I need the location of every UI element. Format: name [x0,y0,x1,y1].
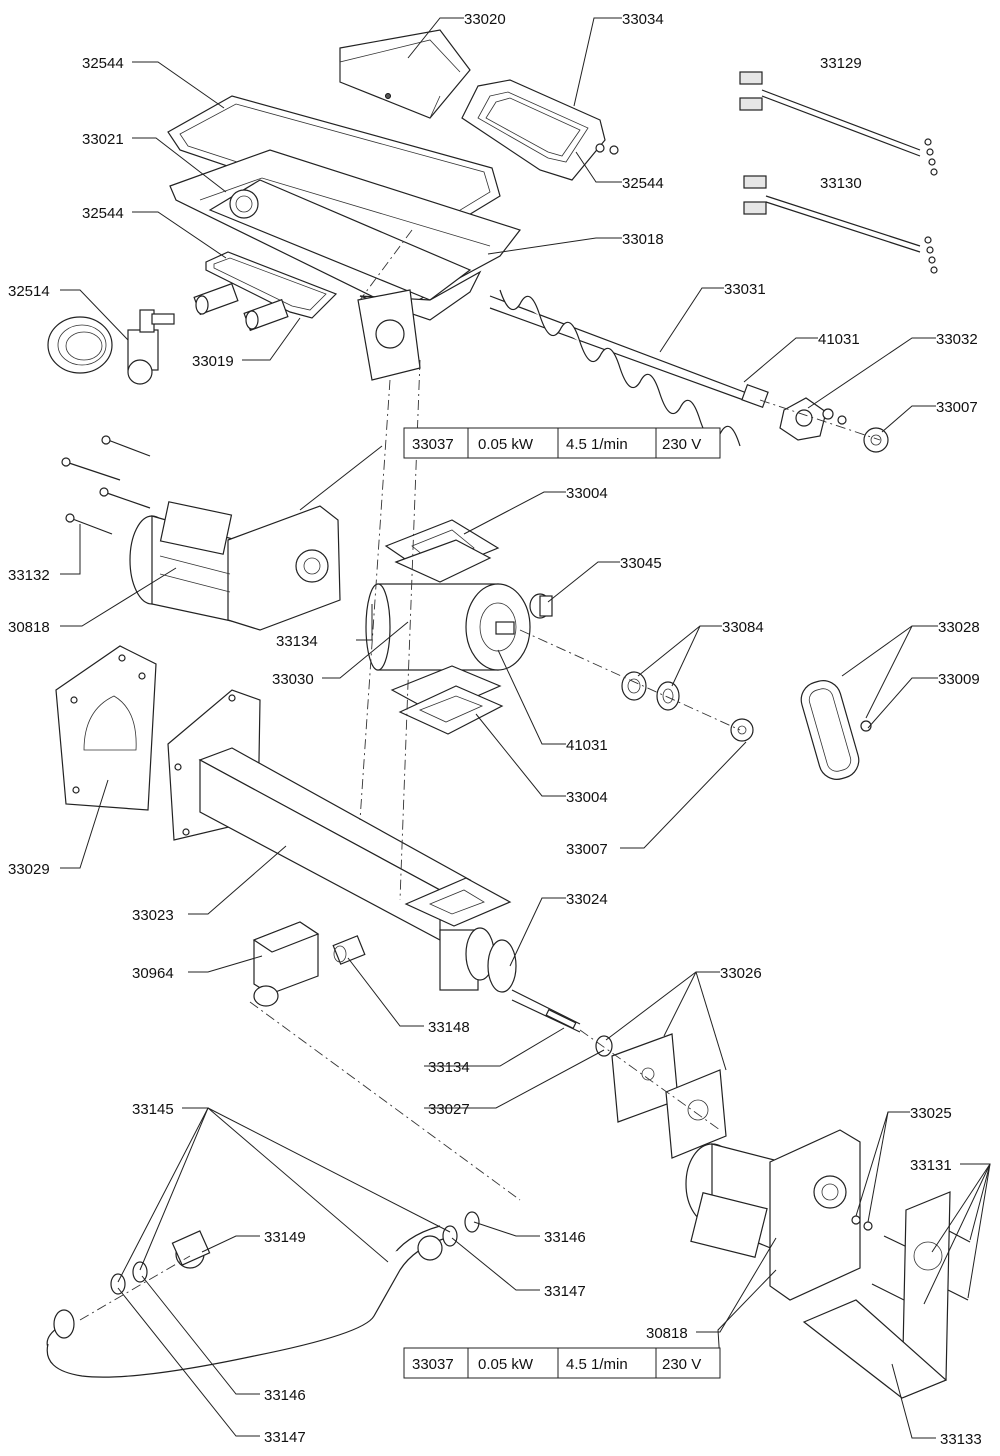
inspection-frame-33034 [461,79,619,181]
callout-33024: 33024 [566,891,608,908]
callout-32544: 32544 [622,175,664,192]
callout-33031: 33031 [724,281,766,298]
auger-stub-33024 [465,927,581,1033]
callout-33034: 33034 [622,11,664,28]
hose-33145 [46,1211,480,1378]
gear-motor-30818-lower [685,1129,861,1301]
spec-table-upper: 33037 0.05 kW 4.5 1/min 230 V [403,427,721,459]
callout-labels: 33020 33034 32544 33129 33021 32544 3313… [8,11,982,1448]
rotary-valve-33030 [365,519,531,735]
spec-upper-part: 33037 [412,436,454,453]
bolts-33132 [61,435,151,535]
heating-plate-33019 [193,251,338,332]
callout-33032: 33032 [936,331,978,348]
callout-33129: 33129 [820,55,862,72]
callout-33028: 33028 [938,619,980,636]
cable-set-33130 [743,175,938,274]
callout-30818: 30818 [646,1325,688,1342]
callout-30964: 30964 [132,965,174,982]
callout-33026: 33026 [720,965,762,982]
spec-upper-voltage: 230 V [662,436,701,453]
callout-33134: 33134 [428,1059,470,1076]
sprocket-33007-top [863,427,889,453]
callout-33030: 33030 [272,671,314,688]
callout-33148: 33148 [428,1019,470,1036]
callout-33027: 33027 [428,1101,470,1118]
callout-33004: 33004 [566,485,608,502]
callout-33020: 33020 [464,11,506,28]
callout-33023: 33023 [132,907,174,924]
callout-33146: 33146 [544,1229,586,1246]
callout-33009: 33009 [938,671,980,688]
gasket-plate-33029 [55,645,157,811]
callout-33146: 33146 [264,1387,306,1404]
spec-upper-speed: 4.5 1/min [566,436,628,453]
thermostat-32514 [47,309,175,385]
bush-33027 [595,1035,613,1057]
callout-33145: 33145 [132,1101,174,1118]
callout-33084: 33084 [722,619,764,636]
spec-lower-speed: 4.5 1/min [566,1356,628,1373]
bolts-33025 [851,1215,873,1231]
spec-lower-voltage: 230 V [662,1356,701,1373]
callout-41031: 41031 [566,737,608,754]
bearing-flange-33032 [779,397,847,441]
sprocket-33007-lower [730,718,754,742]
leader-lines [60,17,991,1439]
callout-41031: 41031 [818,331,860,348]
gear-motor-30818-upper [129,501,341,631]
callout-33019: 33019 [192,353,234,370]
auger-33031 [489,289,769,447]
mounting-plate-upper [357,289,421,381]
callout-33029: 33029 [8,861,50,878]
callout-33018: 33018 [622,231,664,248]
bearings-33084 [621,671,680,711]
callout-33130: 33130 [820,175,862,192]
callout-33131: 33131 [910,1157,952,1174]
hopper-body-33018 [169,149,521,321]
spec-table-lower: 33037 0.05 kW 4.5 1/min 230 V [403,1347,721,1379]
spec-lower-power: 0.05 kW [478,1356,534,1373]
callout-33004: 33004 [566,789,608,806]
callout-33147: 33147 [544,1283,586,1300]
hopper-lid-33020 [339,29,471,119]
callout-32544: 32544 [82,55,124,72]
callout-33134: 33134 [276,633,318,650]
callout-33007: 33007 [566,841,608,858]
callout-30818: 30818 [8,619,50,636]
feed-tube-33023 [167,689,512,991]
callout-33147: 33147 [264,1429,306,1446]
cable-set-33129 [739,71,938,176]
plates-33026 [611,1033,727,1159]
cap-33045 [529,593,553,619]
callout-33149: 33149 [264,1229,306,1246]
spec-upper-power: 0.05 kW [478,436,534,453]
key-33134 [545,1008,577,1030]
callout-33025: 33025 [910,1105,952,1122]
callout-33045: 33045 [620,555,662,572]
callout-32544: 32544 [82,205,124,222]
callout-33132: 33132 [8,567,50,584]
callout-33021: 33021 [82,131,124,148]
assembly-axes [79,229,881,1321]
solenoid-valve-30964 [252,921,366,1007]
callout-33007: 33007 [936,399,978,416]
callout-33133: 33133 [940,1431,982,1448]
spec-lower-part: 33037 [412,1356,454,1373]
callout-32514: 32514 [8,283,50,300]
chain-33028 [800,680,872,780]
